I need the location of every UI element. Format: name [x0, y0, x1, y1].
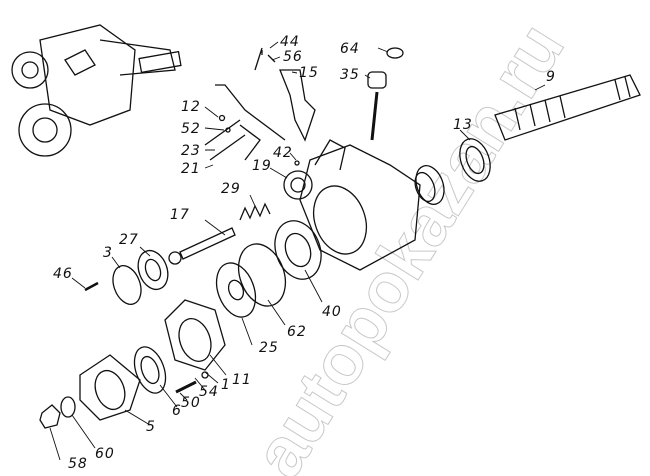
flange-part-5	[79, 354, 141, 421]
housing	[283, 139, 421, 271]
label-64: 64	[340, 41, 360, 57]
label-11: 11	[232, 372, 252, 388]
label-5: 5	[146, 419, 156, 435]
label-60: 60	[95, 446, 115, 462]
bolt-part-56	[267, 54, 276, 63]
label-58: 58	[68, 456, 88, 472]
label-12: 12	[181, 99, 201, 115]
cover-part-11	[164, 299, 226, 371]
washer-part-25	[215, 262, 257, 318]
label-23: 23	[181, 143, 201, 159]
label-35: 35	[340, 67, 360, 83]
label-13: 13	[453, 117, 473, 133]
rod-part-17	[179, 227, 236, 260]
label-56: 56	[283, 49, 303, 65]
pin-part-52	[225, 127, 231, 133]
label-44: 44	[280, 34, 300, 50]
label-46: 46	[53, 266, 73, 282]
label-54: 54	[199, 384, 219, 400]
gasket-part-27	[137, 249, 169, 291]
label-3: 3	[103, 245, 113, 261]
fork-part-15	[279, 69, 316, 142]
label-42: 42	[273, 145, 293, 161]
label-25: 25	[259, 340, 279, 356]
label-29: 29	[221, 181, 241, 197]
spring-part-29	[239, 202, 271, 221]
seal-part-6	[133, 346, 167, 394]
label-50: 50	[181, 395, 201, 411]
label-1: 1	[221, 377, 231, 393]
washer-part-60	[60, 396, 76, 418]
label-27: 27	[119, 232, 139, 248]
label-62: 62	[287, 324, 307, 340]
label-17: 17	[170, 207, 190, 223]
label-21: 21	[181, 161, 201, 177]
nut-part-54	[201, 371, 209, 379]
cover-part-3	[112, 265, 142, 305]
shaft-part-9	[494, 74, 641, 141]
cap-part-35	[367, 71, 387, 89]
nut-part-58	[39, 404, 61, 429]
ring-part-62	[237, 243, 287, 307]
label-19: 19	[252, 158, 272, 174]
label-40: 40	[322, 304, 342, 320]
bolt-part-12	[218, 114, 226, 122]
gear-part-13	[459, 138, 491, 182]
label-9: 9	[546, 69, 556, 85]
ring-part-64	[386, 47, 404, 59]
assembled-unit	[11, 24, 182, 157]
label-52: 52	[181, 121, 201, 137]
bolt-part-46	[84, 281, 99, 292]
bolt-part-50	[175, 380, 197, 394]
label-15: 15	[299, 65, 319, 81]
label-6: 6	[172, 403, 182, 419]
ball-part-42	[294, 160, 300, 166]
